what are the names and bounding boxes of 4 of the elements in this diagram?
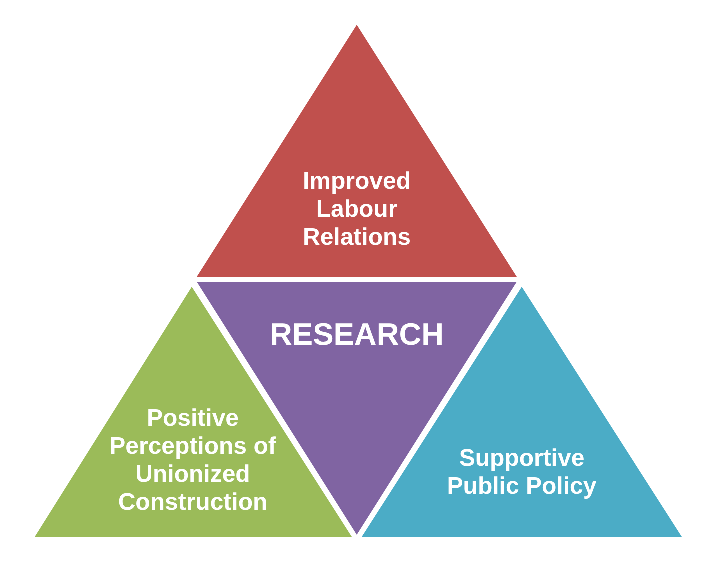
- triangle-label: Improved Labour Relations: [302, 168, 412, 252]
- triangle-label: Positive Perceptions of Unionized Construction: [108, 405, 278, 517]
- triangle-label: RESEARCH: [269, 318, 445, 352]
- triangle-label: Supportive Public Policy: [446, 445, 598, 501]
